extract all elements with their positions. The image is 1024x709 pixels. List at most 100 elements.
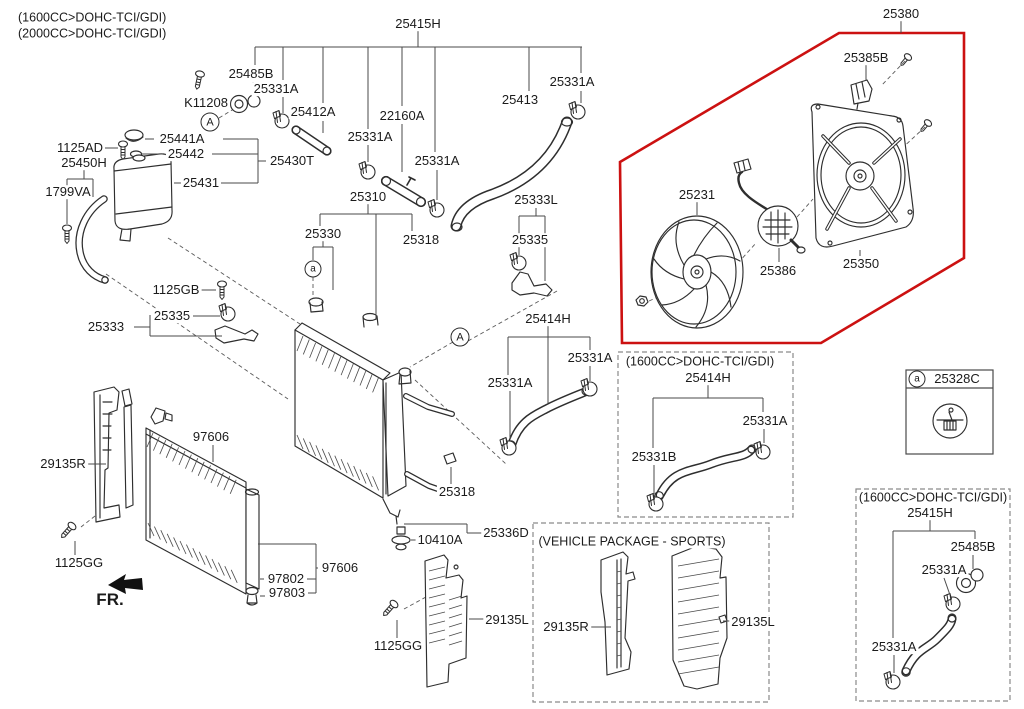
label-1600ccdohctcigdi-0: (1600CC>DOHC-TCI/GDI) xyxy=(16,10,169,25)
part-label-25413-11: 25413 xyxy=(499,92,541,108)
reservoir-tank-assembly xyxy=(61,129,173,284)
part-label-25331a-10: 25331A xyxy=(412,153,462,169)
drain-plug-10410a xyxy=(391,526,411,551)
part-label-25331a-52: 25331A xyxy=(740,413,790,429)
fan-blade-25231 xyxy=(650,215,744,329)
part-label-25485b-4: 25485B xyxy=(226,66,276,82)
leader-lines xyxy=(66,21,976,673)
hose-25414h-main xyxy=(499,377,598,456)
part-label-29135r-36: 29135R xyxy=(38,456,88,472)
part-label-25441a-15: 25441A xyxy=(157,131,207,147)
part-label-25485b-57: 25485B xyxy=(948,539,998,555)
fitting-25485b xyxy=(229,94,261,114)
part-label-25414h-32: 25414H xyxy=(523,311,573,327)
part-label-25380-3: 25380 xyxy=(880,6,922,22)
part-label-25318-22: 25318 xyxy=(400,232,442,248)
sports-guard-29135l xyxy=(671,545,728,690)
callout-a-3: a xyxy=(908,370,926,388)
fr-direction xyxy=(108,574,143,594)
part-label-25350-31: 25350 xyxy=(840,256,882,272)
part-label-25386-30: 25386 xyxy=(757,263,799,279)
callout-A-0: A xyxy=(200,112,220,132)
part-label-25331a-33: 25331A xyxy=(485,375,535,391)
part-label-25431-18: 25431 xyxy=(180,175,222,191)
part-label-1125gg-38: 1125GG xyxy=(52,555,106,571)
part-label-29135r-48: 29135R xyxy=(541,619,591,635)
part-label-25335-26: 25335 xyxy=(151,308,193,324)
drier-bottom-cap-97803 xyxy=(246,594,258,606)
condenser-97606 xyxy=(57,407,260,606)
part-label-29135l-49: 29135L xyxy=(729,614,777,630)
part-label-25333-27: 25333 xyxy=(85,319,127,335)
air-guard-29135r xyxy=(93,386,134,523)
part-label-25331a-34: 25331A xyxy=(565,350,615,366)
sports-package-guards xyxy=(600,545,728,690)
part-label-25331a-58: 25331A xyxy=(919,562,969,578)
part-label-25385b-28: 25385B xyxy=(841,50,891,66)
bracket-25333l xyxy=(511,271,553,297)
part-label-97803-41: 97803 xyxy=(266,585,308,601)
part-label-25415h-2: 25415H xyxy=(393,16,443,32)
cooling-fan-assembly-25380 xyxy=(635,51,934,329)
fr-direction-arrow xyxy=(108,574,143,594)
part-label-25330-21: 25330 xyxy=(302,226,344,242)
part-label-k11208-6: K11208 xyxy=(182,95,230,111)
part-label-25331a-12: 25331A xyxy=(547,74,597,90)
part-label-1125ad-13: 1125AD xyxy=(54,140,106,156)
part-label-97802-40: 97802 xyxy=(265,571,307,587)
label-vehiclepackagesports-47: (VEHICLE PACKAGE - SPORTS) xyxy=(536,534,728,549)
callout-a-2: a xyxy=(304,260,322,278)
mid-1600cc-hose-25414h xyxy=(646,440,771,512)
callout-a-box-part xyxy=(932,403,968,439)
highlight-red-outline xyxy=(618,31,966,345)
fan-resistor-25385b xyxy=(850,79,873,110)
fan-shroud-25350 xyxy=(810,103,914,248)
part-label-1125gb-25: 1125GB xyxy=(150,282,202,298)
mid-1600cc-box xyxy=(617,351,794,518)
bracket-25333 xyxy=(214,325,259,344)
part-label-25442-16: 25442 xyxy=(165,146,207,162)
callout-a-reference-box xyxy=(905,369,994,455)
motor-wire xyxy=(737,170,772,213)
part-label-25331a-59: 25331A xyxy=(869,639,919,655)
label-1600ccdohctcigdi-50: (1600CC>DOHC-TCI/GDI) xyxy=(623,354,777,369)
part-label-10410a-43: 10410A xyxy=(415,532,465,548)
part-label-25414h-51: 25414H xyxy=(683,370,733,386)
part-label-97606-37: 97606 xyxy=(190,429,232,445)
part-label-25331a-5: 25331A xyxy=(251,81,301,97)
fan-motor-25386 xyxy=(733,158,806,254)
part-label-25415h-56: 25415H xyxy=(905,505,955,521)
part-label-25331a-9: 25331A xyxy=(345,129,395,145)
part-label-22160a-8: 22160A xyxy=(377,108,427,124)
part-label-1125gg-46: 1125GG xyxy=(371,638,425,654)
part-label-25318-35: 25318 xyxy=(436,484,478,500)
bottom-right-1600cc-box xyxy=(855,488,1011,702)
bottom-right-1600cc-parts xyxy=(883,568,984,690)
part-label-25333l-23: 25333L xyxy=(512,192,560,208)
fan-mount-nut xyxy=(635,295,649,307)
part-label-25231-29: 25231 xyxy=(676,187,718,203)
part-label-25430t-17: 25430T xyxy=(267,153,317,169)
clip-25318 xyxy=(443,452,457,465)
part-label-25328c-54: 25328C xyxy=(932,371,982,387)
part-label-97606-42: 97606 xyxy=(319,560,361,576)
radiator-cap-25330 xyxy=(308,297,324,313)
upper-hoses-and-fittings xyxy=(191,69,586,232)
part-label-1799va-19: 1799VA xyxy=(43,184,93,200)
receiver-drier xyxy=(245,488,260,590)
section-boxes xyxy=(532,351,1011,703)
sports-package-box xyxy=(532,522,770,703)
part-label-25331b-53: 25331B xyxy=(629,449,679,465)
part-label-25450h-14: 25450H xyxy=(59,155,109,171)
fin-hatching xyxy=(146,335,720,675)
bracket-parts-center xyxy=(214,251,553,344)
radiator-25310 xyxy=(294,297,458,551)
part-label-25412a-7: 25412A xyxy=(288,104,338,120)
reservoir-cap xyxy=(124,129,144,141)
label-2000ccdohctcigdi-1: (2000CC>DOHC-TCI/GDI) xyxy=(16,26,169,41)
part-label-25310-20: 25310 xyxy=(347,189,389,205)
label-1600ccdohctcigdi-55: (1600CC>DOHC-TCI/GDI) xyxy=(856,490,1010,505)
part-label-25336d-44: 25336D xyxy=(481,525,531,541)
